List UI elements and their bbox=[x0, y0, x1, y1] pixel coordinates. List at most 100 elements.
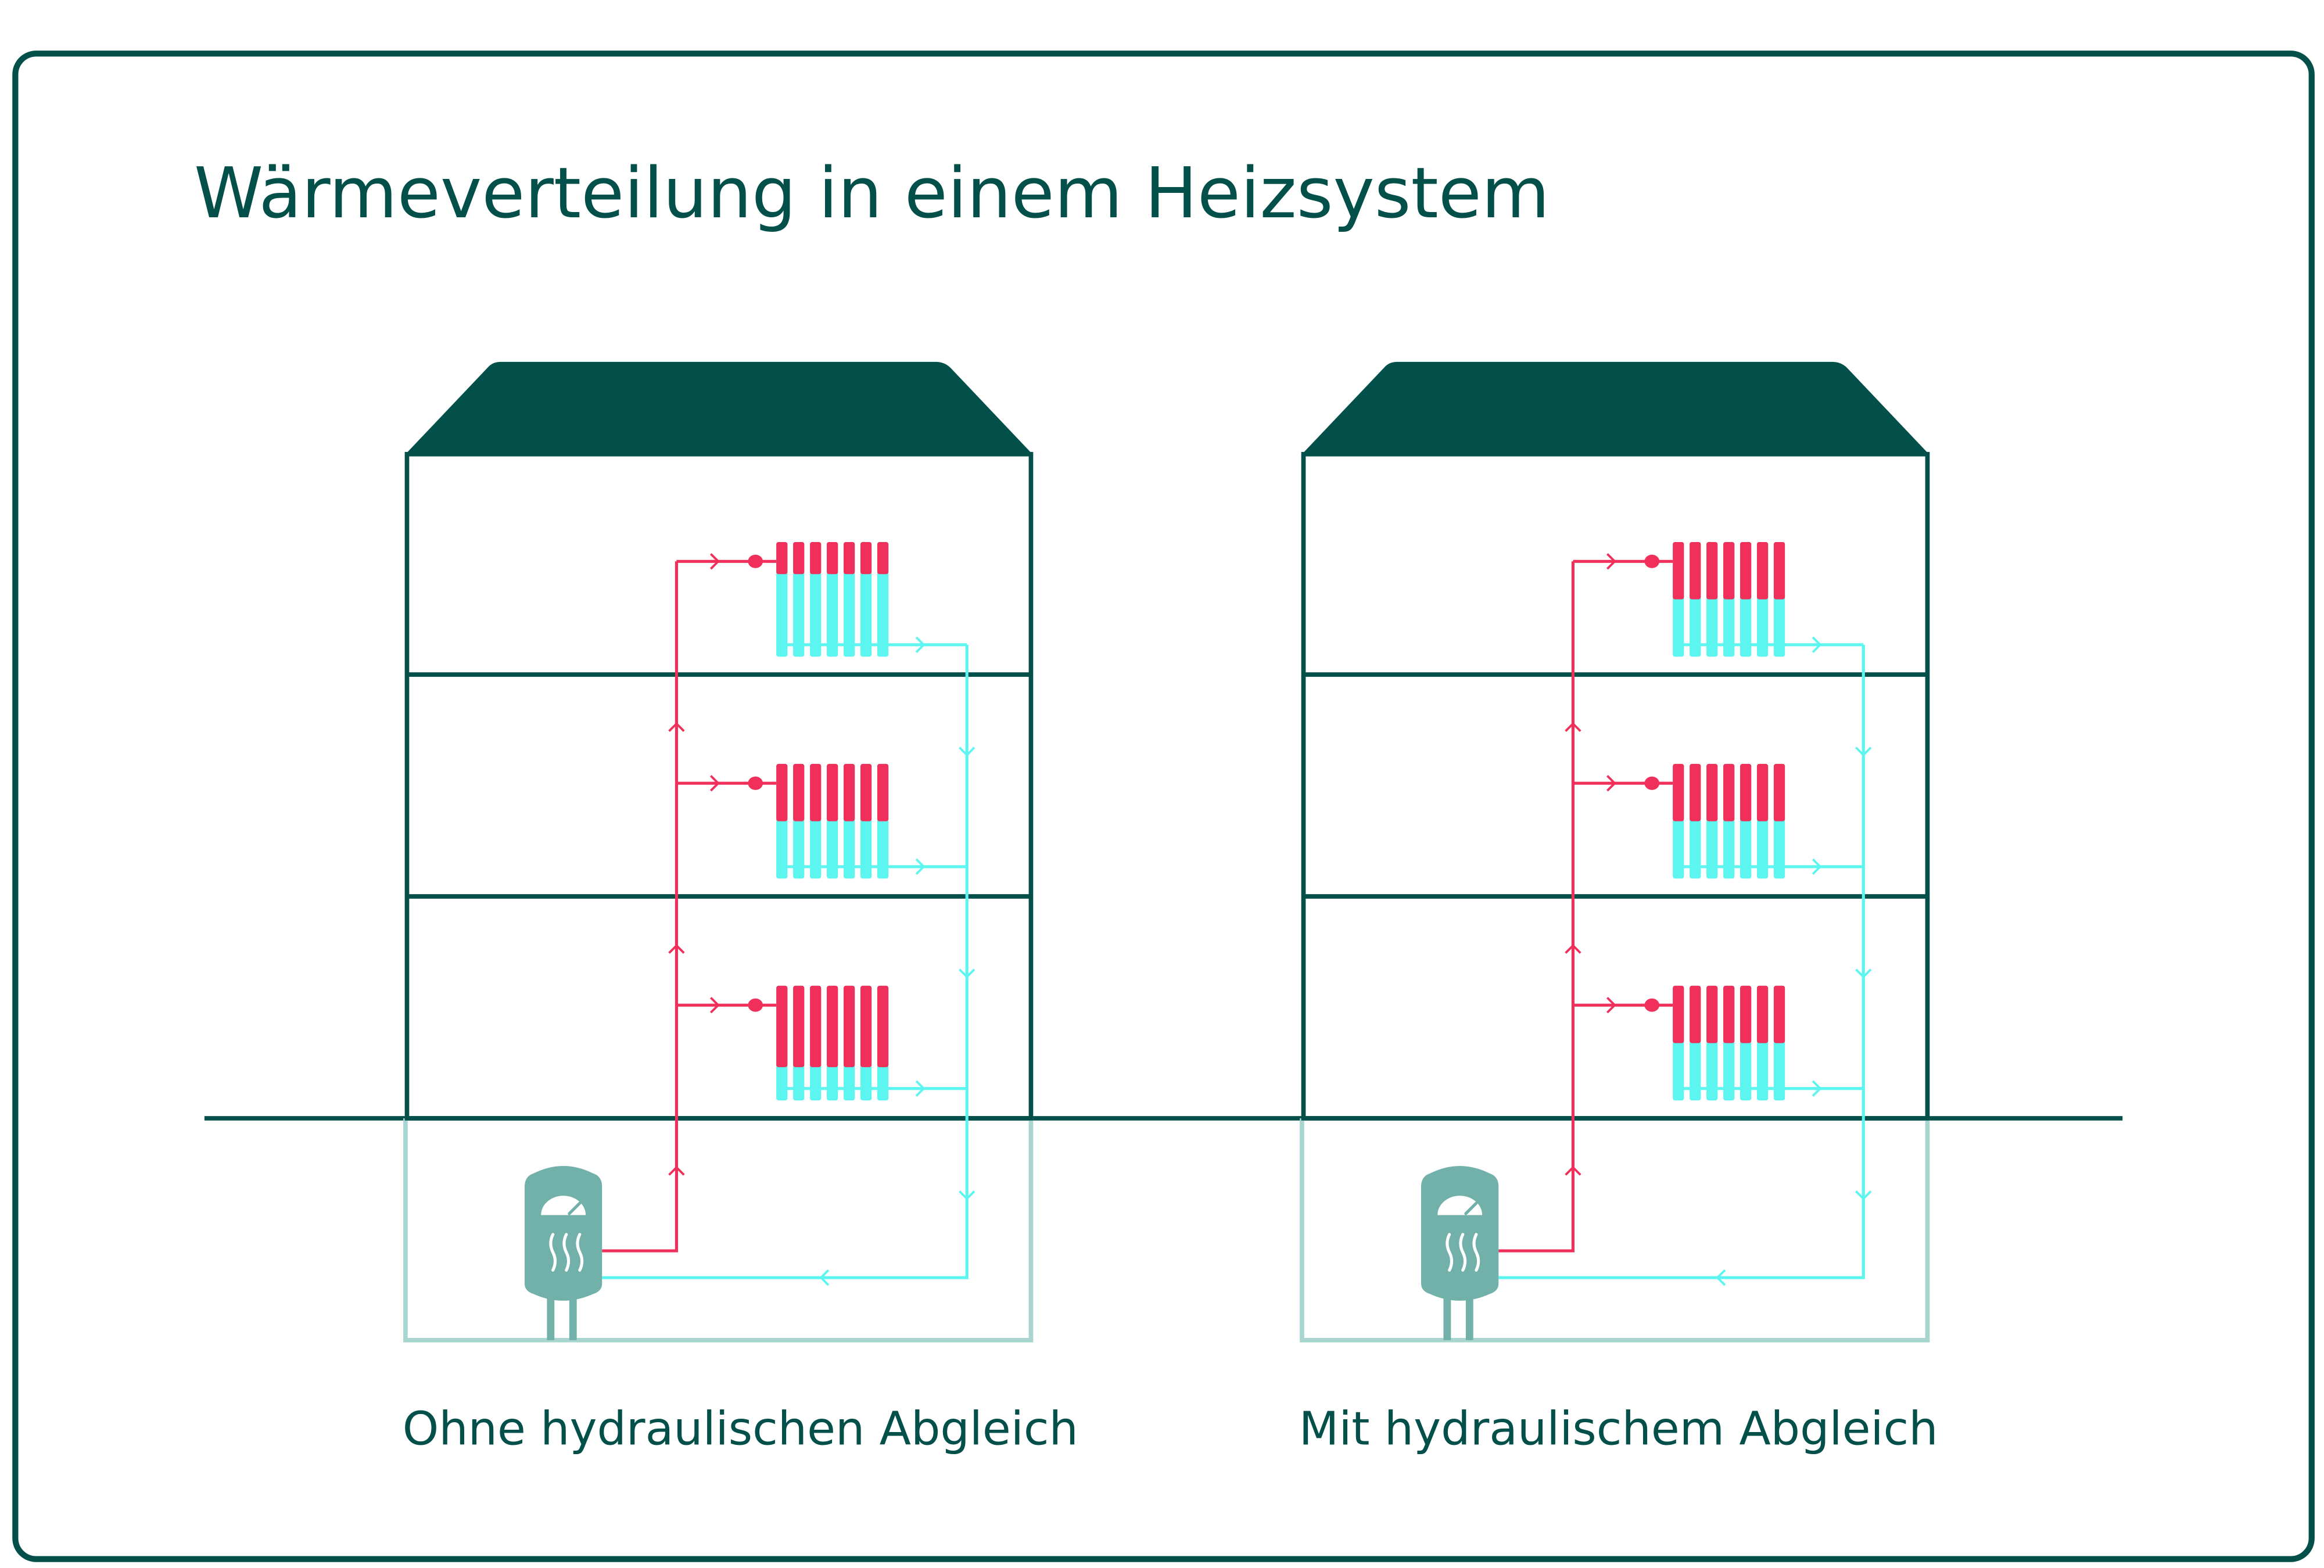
basement-outline bbox=[1300, 1118, 1930, 1343]
flow-arrow-right-icon bbox=[710, 553, 720, 570]
flow-arrow-right-icon bbox=[1812, 1080, 1822, 1097]
radiator-column-hot bbox=[1706, 541, 1718, 600]
radiator-column-hot bbox=[810, 541, 822, 575]
boiler-leg bbox=[1465, 1292, 1473, 1340]
heat-wave-icon bbox=[1446, 1233, 1454, 1272]
radiator-column-hot bbox=[793, 985, 805, 1067]
thermostat-valve-icon bbox=[1644, 776, 1660, 790]
flow-arrow-up-icon bbox=[668, 943, 685, 954]
radiator-column-hot bbox=[776, 541, 788, 575]
flow-arrow-right-icon bbox=[1812, 858, 1822, 875]
heat-wave-icon bbox=[562, 1233, 571, 1272]
flow-arrow-down-icon bbox=[959, 747, 975, 757]
radiator-column-hot bbox=[860, 763, 872, 821]
radiator bbox=[676, 541, 967, 657]
radiator-column-hot bbox=[1673, 763, 1684, 821]
radiator-column-hot bbox=[1723, 541, 1735, 600]
roof bbox=[405, 361, 1033, 454]
building-with-balancing bbox=[1300, 361, 1930, 1343]
flow-arrow-up-icon bbox=[1565, 943, 1581, 954]
boiler-leg bbox=[547, 1292, 555, 1340]
flow-arrow-right-icon bbox=[1606, 996, 1616, 1014]
flow-arrow-down-icon bbox=[1855, 968, 1872, 979]
flow-arrow-up-icon bbox=[668, 1165, 685, 1176]
thermostat-valve-icon bbox=[748, 554, 763, 568]
return-pipe bbox=[1498, 644, 1865, 1279]
radiator bbox=[1573, 763, 1864, 879]
radiator-column-hot bbox=[810, 763, 822, 821]
thermostat-valve-icon bbox=[748, 998, 763, 1012]
radiator-column-hot bbox=[827, 763, 838, 821]
basement-outline bbox=[403, 1118, 1034, 1343]
flow-arrow-right-icon bbox=[710, 775, 720, 792]
radiator-column-hot bbox=[877, 763, 889, 821]
radiator-column-hot bbox=[1690, 541, 1701, 600]
flow-arrow-down-icon bbox=[959, 968, 975, 979]
supply-riser-pipe bbox=[602, 561, 678, 1253]
radiator-column-hot bbox=[1706, 985, 1718, 1043]
radiator-column-hot bbox=[1690, 763, 1701, 821]
flow-arrow-up-icon bbox=[668, 722, 685, 732]
flow-arrow-left-icon bbox=[1716, 1269, 1726, 1286]
radiator-column-hot bbox=[827, 541, 838, 575]
flow-arrow-right-icon bbox=[915, 858, 926, 875]
thermostat-valve-icon bbox=[1644, 554, 1660, 568]
building-without-balancing bbox=[403, 361, 1034, 1343]
page-title: Wärmeverteilung in einem Heizsystem bbox=[194, 153, 1550, 234]
radiator-column-hot bbox=[1723, 985, 1735, 1043]
radiator-column-hot bbox=[1673, 541, 1684, 600]
radiator-column-hot bbox=[1773, 985, 1785, 1043]
radiator bbox=[676, 763, 967, 879]
radiator-column-hot bbox=[877, 985, 889, 1067]
radiator-column-hot bbox=[1690, 985, 1701, 1043]
boiler-body bbox=[1421, 1165, 1499, 1301]
heat-wave-icon bbox=[549, 1233, 557, 1272]
flow-arrow-right-icon bbox=[1606, 553, 1616, 570]
gauge-needle bbox=[568, 1201, 582, 1215]
radiator-column-hot bbox=[1756, 541, 1769, 600]
radiator-column-hot bbox=[793, 763, 805, 821]
boiler-icon bbox=[1421, 1165, 1499, 1340]
radiator-column-hot bbox=[1740, 763, 1752, 821]
return-pipe bbox=[602, 644, 969, 1279]
supply-riser-pipe bbox=[1498, 561, 1575, 1253]
radiator bbox=[1573, 541, 1864, 657]
flow-arrow-right-icon bbox=[915, 636, 926, 654]
building-label-with-balancing: Mit hydraulischem Abgleich bbox=[1299, 1401, 1938, 1455]
gauge-needle bbox=[1464, 1201, 1478, 1215]
flow-arrow-down-icon bbox=[959, 1190, 975, 1201]
building-walls bbox=[404, 451, 1034, 1121]
heat-wave-icon bbox=[1472, 1233, 1480, 1272]
heat-wave-icon bbox=[576, 1233, 584, 1272]
flow-arrow-right-icon bbox=[1606, 775, 1616, 792]
thermostat-valve-icon bbox=[1644, 998, 1660, 1012]
radiator-column-hot bbox=[827, 985, 838, 1067]
boiler-body bbox=[524, 1165, 602, 1301]
heat-wave-icon bbox=[1459, 1233, 1467, 1272]
radiator-column-hot bbox=[1740, 541, 1752, 600]
building-walls bbox=[1301, 451, 1930, 1121]
radiator-column-hot bbox=[776, 985, 788, 1067]
flow-arrow-left-icon bbox=[819, 1269, 830, 1286]
boiler-icon bbox=[524, 1165, 602, 1340]
radiator-column-hot bbox=[793, 541, 805, 575]
radiator-column-hot bbox=[1723, 763, 1735, 821]
flow-arrow-right-icon bbox=[710, 996, 720, 1014]
frame-border bbox=[12, 51, 2315, 1562]
radiator-column-hot bbox=[1756, 985, 1769, 1043]
radiator-column-hot bbox=[776, 763, 788, 821]
radiator-column-hot bbox=[860, 541, 872, 575]
radiator-column-hot bbox=[1673, 985, 1684, 1043]
flow-arrow-down-icon bbox=[1855, 1190, 1872, 1201]
boiler-leg bbox=[569, 1292, 577, 1340]
radiator-column-hot bbox=[877, 541, 889, 575]
radiator-column-hot bbox=[810, 985, 822, 1067]
thermostat-valve-icon bbox=[748, 776, 763, 790]
flow-arrow-up-icon bbox=[1565, 722, 1581, 732]
flow-arrow-right-icon bbox=[915, 1080, 926, 1097]
roof bbox=[1301, 361, 1930, 454]
radiator-column-hot bbox=[1773, 763, 1785, 821]
radiator-column-hot bbox=[1706, 763, 1718, 821]
radiator-column-hot bbox=[1773, 541, 1785, 600]
